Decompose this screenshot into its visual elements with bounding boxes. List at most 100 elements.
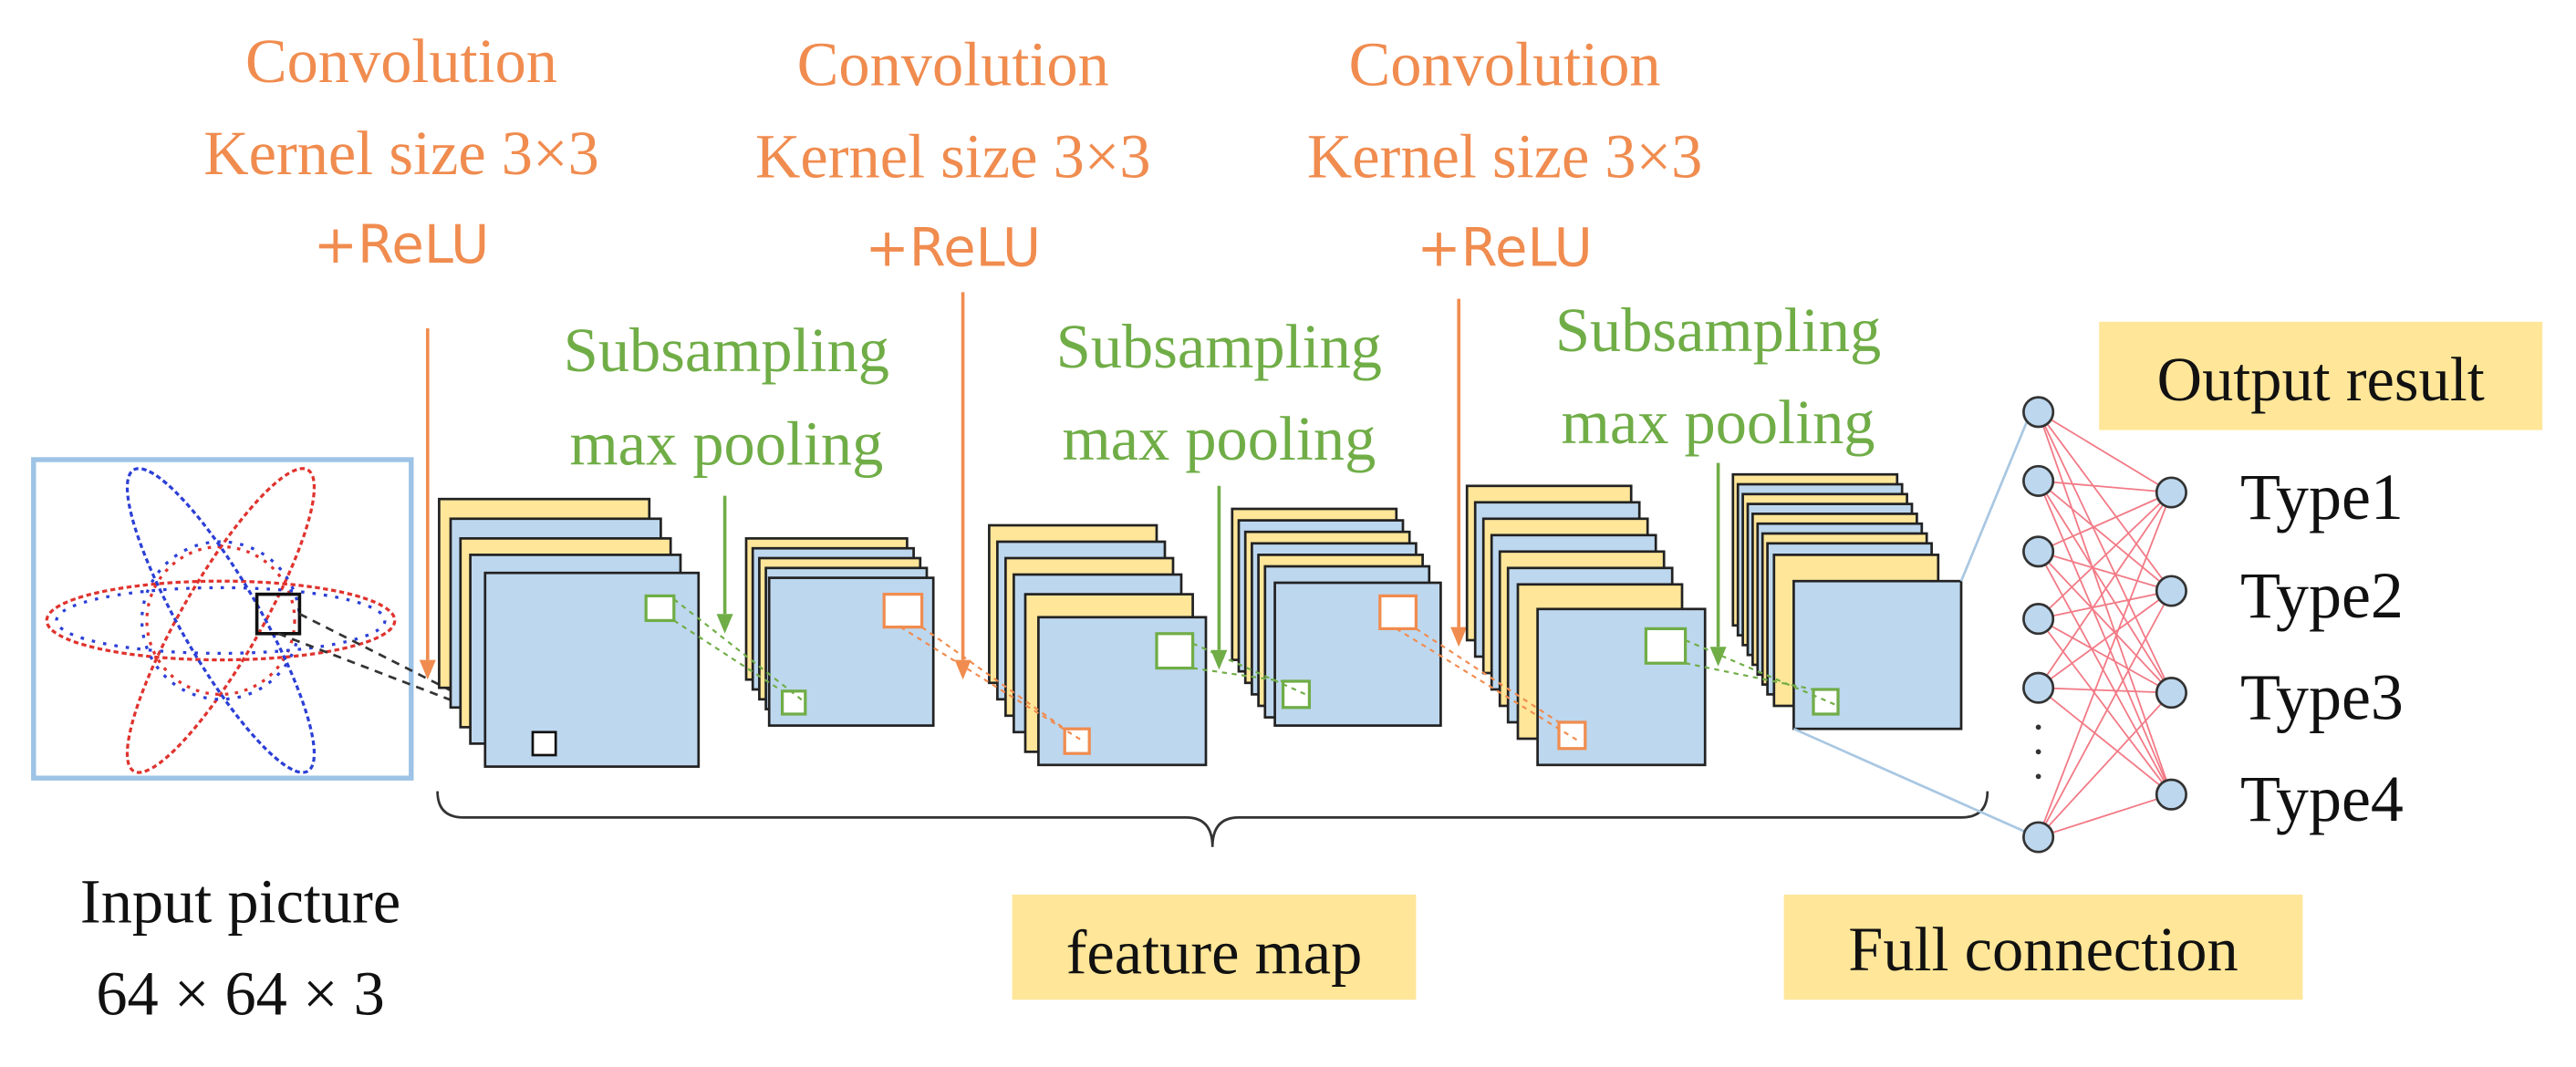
- fmap-1-output-cell: [531, 730, 557, 757]
- output-neuron: [2155, 677, 2187, 710]
- fc-edge: [2037, 618, 2173, 795]
- pool-arrow-1-head: [716, 614, 733, 634]
- fc-hidden-layer: [2022, 396, 2055, 854]
- fc-edge: [2037, 492, 2173, 838]
- fc-edge: [2038, 793, 2172, 838]
- input-picture-flower: [45, 467, 397, 774]
- fc-projection-bottom: [1792, 727, 2031, 835]
- input-connector-b: [298, 612, 554, 743]
- feature-map-label: feature map: [1066, 917, 1363, 987]
- ellipsis-dot: [2035, 724, 2041, 730]
- connector-conv-2b: [899, 626, 1085, 743]
- pool-label-3: Subsampling max pooling: [1555, 295, 1881, 457]
- hidden-neuron: [2022, 464, 2055, 497]
- fc-projection-top: [1959, 413, 2031, 582]
- fc-edge: [2037, 590, 2173, 838]
- connector-pool-1a: [673, 619, 784, 692]
- conv-1-activation: +ReLU: [314, 214, 490, 275]
- full-connection-label-box: Full connection: [1783, 895, 2303, 1000]
- full-connection-highlight: [1783, 895, 2303, 1000]
- fc-edge: [2037, 481, 2173, 795]
- conv-arrow-3-head: [1450, 627, 1468, 647]
- fmap-5-output-cell: [1557, 720, 1587, 751]
- pool-arrow-2-head: [1210, 649, 1228, 670]
- ellipsis-dot: [2035, 773, 2041, 780]
- fc-edge: [2038, 550, 2172, 592]
- connector-conv-3a: [1415, 627, 1560, 723]
- pool-3-title: Subsampling: [1555, 295, 1881, 365]
- conv-1-title: Convolution: [245, 26, 557, 96]
- connector-conv-3b: [1396, 627, 1581, 743]
- pool-label-2: Subsampling max pooling: [1056, 312, 1382, 473]
- pool-1-title: Subsampling: [564, 316, 889, 385]
- fmap-6-pooled-cell: [1812, 688, 1840, 716]
- feature-map-label-box: feature map: [1012, 895, 1417, 1000]
- fc-edge: [2038, 617, 2172, 694]
- connector-pool-3b: [1685, 639, 1839, 707]
- hidden-neuron: [2022, 396, 2055, 429]
- pool-3-method: max pooling: [1562, 388, 1875, 457]
- fc-edge: [2037, 492, 2173, 689]
- output-type-4: Type4: [2240, 762, 2404, 835]
- petal-horizontal-blue: [55, 585, 387, 656]
- fmap-2-pooled-cell: [780, 689, 807, 716]
- fc-edges: [2037, 411, 2173, 838]
- feature-map-stack-3: [988, 523, 1208, 767]
- feature-map-stack-6: [1731, 472, 1963, 730]
- conv-label-3: Convolution Kernel size 3×3 +ReLU: [1307, 30, 1703, 279]
- fc-edge: [2038, 687, 2172, 795]
- fmap-1-pool-window: [644, 594, 676, 623]
- input-picture-frame: [31, 457, 414, 781]
- fc-ellipsis-dots: [2035, 724, 2041, 780]
- fc-edge: [2038, 590, 2172, 689]
- feature-map-brace: [436, 791, 1989, 847]
- fc-edge: [2037, 551, 2173, 795]
- pool-2-method: max pooling: [1062, 404, 1376, 473]
- petal-diagonal-b: [125, 467, 317, 774]
- connector-pool-3a: [1685, 662, 1814, 691]
- fmap-4-conv-window: [1378, 594, 1418, 631]
- pool-label-1: Subsampling max pooling: [564, 316, 889, 479]
- output-type-3: Type3: [2240, 660, 2404, 733]
- fmap-2-conv-window: [882, 592, 924, 629]
- window-connectors: [673, 598, 1839, 743]
- fc-edge: [2038, 687, 2172, 694]
- conv-label-2: Convolution Kernel size 3×3 +ReLU: [755, 30, 1151, 279]
- conv-1-kernel: Kernel size 3×3: [203, 119, 599, 188]
- petal-diagonal-a: [125, 467, 317, 774]
- conv-label-1: Convolution Kernel size 3×3 +ReLU: [203, 26, 599, 275]
- connector-pool-1b: [673, 598, 806, 704]
- pool-arrows: [716, 462, 1727, 670]
- ellipsis-dot: [2035, 749, 2041, 755]
- full-connection-label: Full connection: [1848, 915, 2238, 984]
- fc-edge: [2037, 691, 2173, 838]
- feature-map-highlight: [1012, 895, 1417, 1000]
- hidden-neuron: [2022, 671, 2055, 704]
- pool-1-method: max pooling: [569, 409, 883, 478]
- hidden-neuron: [2022, 603, 2055, 636]
- feature-map-stack-2: [744, 537, 935, 727]
- fc-output-layer: [2155, 476, 2187, 811]
- pool-2-title: Subsampling: [1056, 312, 1382, 381]
- conv-2-kernel: Kernel size 3×3: [755, 121, 1151, 191]
- input-label: Input picture: [80, 867, 400, 937]
- fc-edge: [2037, 492, 2173, 620]
- fmap-4-pooled-cell: [1281, 679, 1312, 710]
- output-neuron: [2155, 476, 2187, 509]
- conv-arrow-2-head: [954, 659, 971, 680]
- output-neuron: [2155, 778, 2187, 811]
- input-dims: 64 × 64 × 3: [96, 958, 385, 1028]
- fc-edge: [2037, 411, 2173, 592]
- conv-2-title: Convolution: [797, 30, 1109, 99]
- fc-edge: [2037, 551, 2173, 694]
- fc-edge: [2038, 480, 2172, 592]
- fc-edge: [2038, 411, 2172, 493]
- hidden-neuron: [2022, 821, 2055, 854]
- fc-projection-lines: [1792, 413, 2031, 835]
- fc-edge: [2038, 480, 2172, 493]
- fc-edge: [2037, 480, 2173, 694]
- fmap-3-pool-window: [1155, 632, 1195, 670]
- conv-3-kernel: Kernel size 3×3: [1307, 121, 1703, 191]
- output-type-2: Type2: [2240, 559, 2404, 632]
